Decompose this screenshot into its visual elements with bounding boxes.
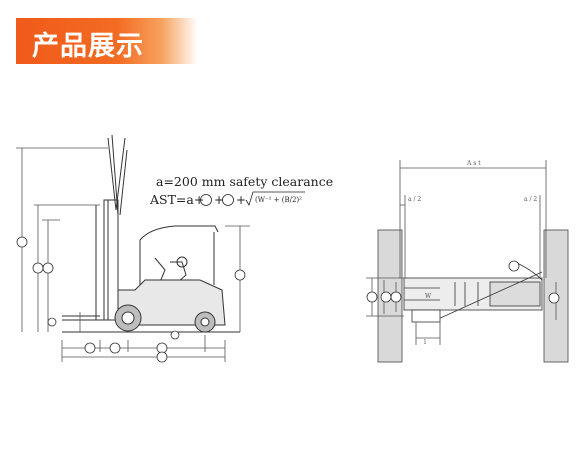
- label-right-a2: a / 2: [524, 196, 537, 203]
- sqrt-icon: [245, 191, 305, 206]
- label-l: l: [424, 339, 426, 346]
- formula-plus-2: +: [236, 193, 246, 207]
- formula-term-14-circle: [200, 194, 212, 206]
- formula-sqrt-text: (W⁻¹ + (B/2)²: [255, 196, 302, 204]
- top-view-callouts: [366, 260, 560, 304]
- formula-term-15-circle: [222, 194, 234, 206]
- formula-line-2: AST=a+: [149, 192, 204, 207]
- top-view-dimensions: [366, 160, 557, 345]
- top-view-drawing: [403, 261, 543, 323]
- side-view-callouts: [16, 236, 246, 363]
- section-header-banner: 产品展示: [16, 18, 198, 64]
- label-left-a2: a / 2: [408, 196, 421, 203]
- side-view-dimensions: [16, 147, 250, 362]
- formula-line-1: a=200 mm safety clearance: [156, 174, 333, 189]
- section-title: 产品展示: [32, 31, 144, 62]
- label-w: W: [425, 293, 432, 300]
- label-ast: A s t: [466, 160, 481, 167]
- side-view-drawing: [62, 134, 240, 333]
- formula-plus-1: +: [214, 193, 224, 207]
